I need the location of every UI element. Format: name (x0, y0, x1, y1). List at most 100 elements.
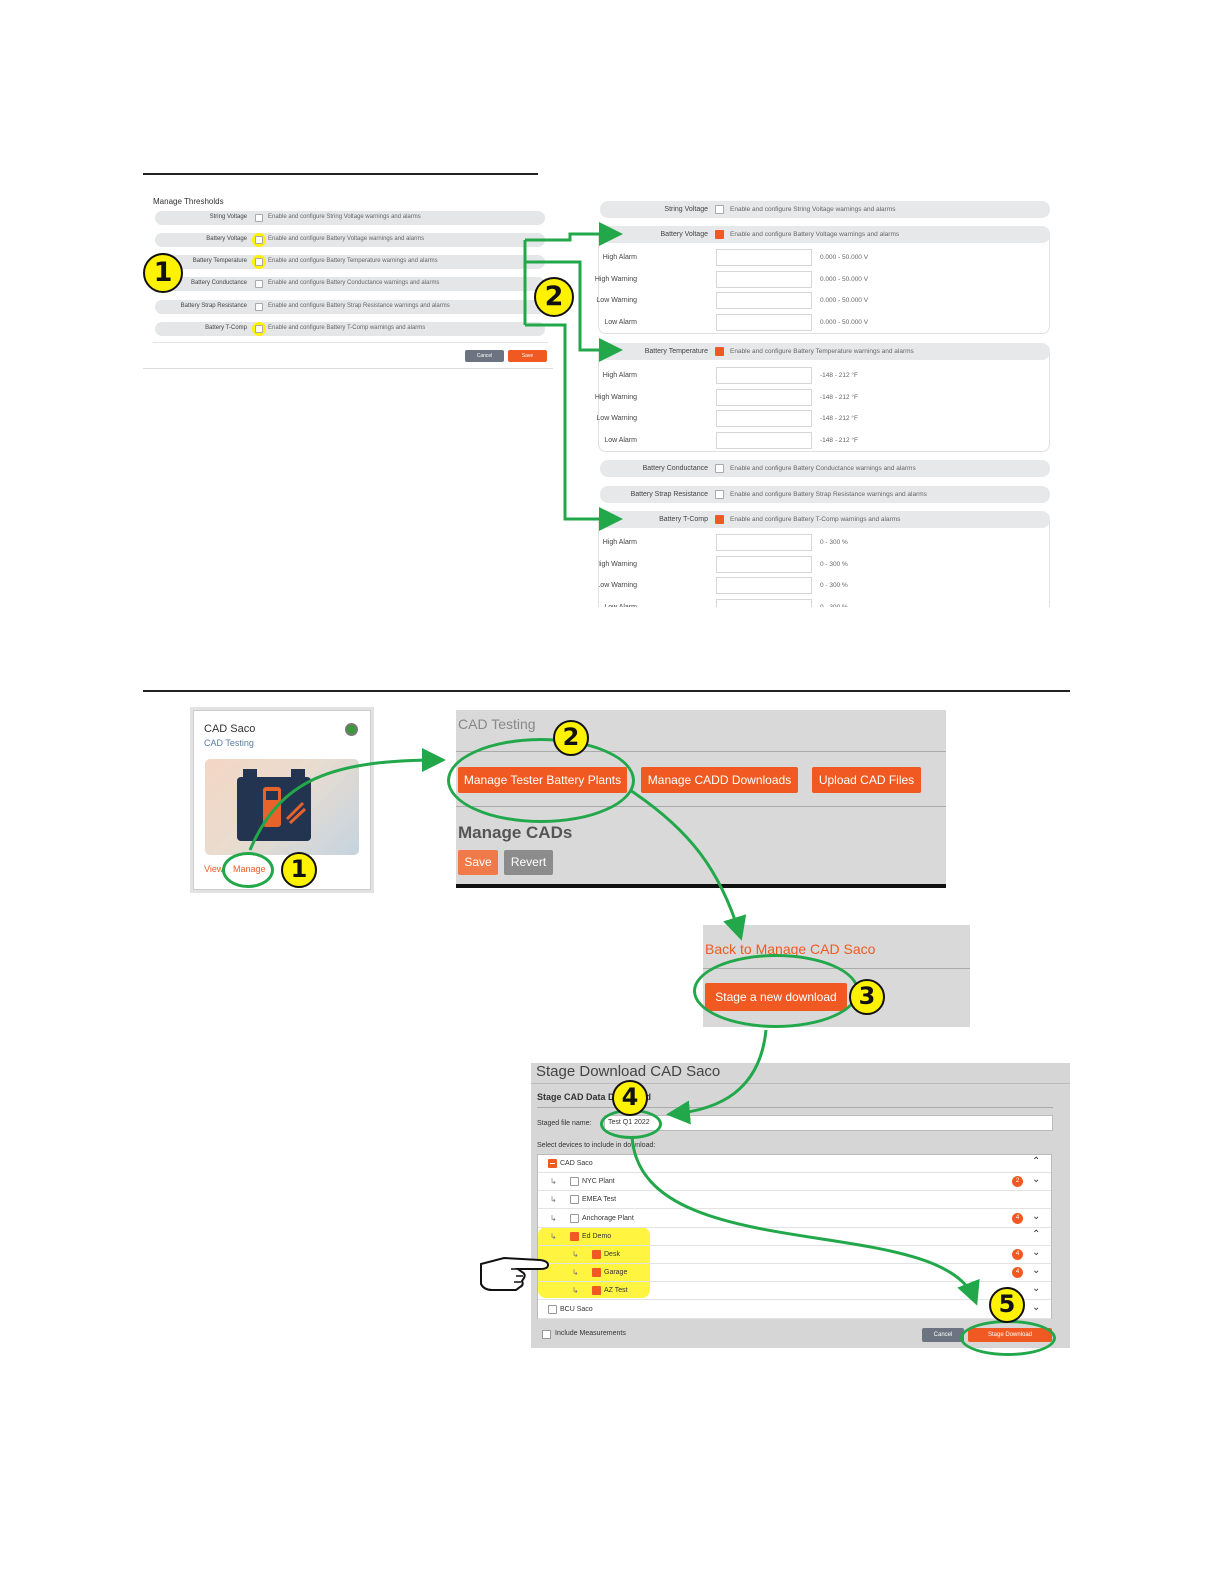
chevron-down-icon[interactable]: ⌄ (1032, 1210, 1041, 1222)
field-input[interactable] (716, 534, 812, 551)
device-tree-row[interactable]: ↳Ed Demo⌃ (538, 1228, 1051, 1246)
step-1-badge-lower: 1 (281, 852, 317, 888)
threshold-checkbox[interactable] (255, 325, 263, 333)
device-tree-row[interactable]: ↳AZ Test⌄ (538, 1282, 1051, 1301)
cad-card[interactable]: CAD Saco CAD Testing View Manage (193, 710, 371, 890)
field-input[interactable] (716, 388, 812, 406)
threshold-checkbox[interactable] (715, 464, 724, 473)
chevron-down-icon[interactable]: ⌄ (1032, 1265, 1041, 1277)
device-tree-row[interactable]: CAD Saco ⌃ (538, 1155, 1051, 1173)
threshold-description: Enable and configure String Voltage warn… (268, 214, 421, 220)
back-link[interactable]: Back to Manage CAD Saco (705, 941, 876, 957)
cancel-button[interactable]: Cancel (465, 350, 504, 362)
threshold-label: Battery Temperature (192, 258, 247, 264)
upload-cad-files-button[interactable]: Upload CAD Files (812, 767, 921, 793)
device-count-badge: 4 (1012, 1267, 1023, 1279)
device-checkbox[interactable] (592, 1286, 601, 1296)
panel-bottom-bar (456, 884, 946, 888)
device-checkbox[interactable] (570, 1231, 579, 1241)
device-label: NYC Plant (582, 1178, 615, 1186)
threshold-description: Enable and configure Battery Voltage war… (268, 236, 425, 242)
device-checkbox[interactable] (570, 1177, 579, 1187)
field-input[interactable] (716, 432, 812, 450)
revert-button[interactable]: Revert (504, 850, 553, 875)
threshold-checkbox[interactable] (255, 214, 263, 222)
threshold-checkbox[interactable] (715, 230, 724, 239)
threshold-checkbox[interactable] (715, 347, 724, 356)
field-input[interactable] (716, 249, 812, 266)
threshold-checkbox[interactable] (255, 303, 263, 311)
include-measurements-checkbox[interactable] (542, 1330, 551, 1339)
stage-title: Stage Download CAD Saco (536, 1063, 721, 1080)
field-input[interactable] (716, 270, 812, 288)
field-input[interactable] (716, 314, 812, 332)
section-divider-top (143, 173, 538, 175)
field-input[interactable] (716, 410, 812, 428)
card-title: CAD Saco (204, 723, 256, 735)
device-checkbox[interactable] (570, 1195, 579, 1205)
cad-testing-title: CAD Testing (458, 716, 536, 732)
partial-mark-icon (550, 1163, 555, 1164)
field-input[interactable] (716, 599, 812, 607)
manage-cadd-downloads-button[interactable]: Manage CADD Downloads (641, 767, 798, 793)
device-checkbox[interactable] (592, 1250, 601, 1259)
battery-tester-image (205, 759, 359, 855)
field-input[interactable] (716, 555, 812, 573)
save-button[interactable]: Save (508, 350, 547, 362)
threshold-description: Enable and configure Battery Temperature… (268, 258, 438, 264)
chevron-up-icon[interactable]: ⌃ (1032, 1156, 1041, 1167)
threshold-checkbox[interactable] (715, 515, 724, 524)
device-tree-row[interactable]: ↳EMEA Test (538, 1191, 1051, 1210)
thresholds-footer-line (153, 342, 548, 343)
device-checkbox[interactable] (592, 1268, 601, 1278)
field-range: 0.000 - 50.000 V (820, 275, 869, 283)
select-devices-label: Select devices to include in download: (537, 1142, 656, 1149)
device-checkbox[interactable] (548, 1304, 557, 1314)
staged-file-label: Staged file name: (537, 1120, 592, 1127)
device-label: BCU Saco (560, 1305, 593, 1313)
threshold-label: Battery Strap Resistance (180, 303, 247, 309)
threshold-checkbox[interactable] (255, 258, 263, 266)
field-label: Low Alarm (604, 604, 637, 607)
save-button-cads[interactable]: Save (458, 850, 498, 875)
field-input[interactable] (716, 292, 812, 310)
threshold-description: Enable and configure Battery T-Comp warn… (268, 325, 426, 331)
field-label: High Alarm (602, 539, 637, 546)
threshold-description: Enable and configure Battery Strap Resis… (730, 491, 927, 498)
chevron-down-icon[interactable]: ⌄ (1032, 1247, 1041, 1258)
threshold-checkbox[interactable] (715, 490, 724, 499)
step-3-badge: 3 (849, 979, 885, 1015)
manage-link-highlight (222, 852, 274, 888)
field-input[interactable] (716, 577, 812, 595)
threshold-label: Battery T-Comp (659, 516, 708, 523)
chevron-up-icon[interactable]: ⌃ (1032, 1228, 1041, 1240)
chevron-down-icon[interactable]: ⌄ (1032, 1283, 1041, 1295)
field-range: 0.000 - 50.000 V (820, 254, 869, 261)
threshold-label: Battery Temperature (644, 348, 708, 355)
stage-cancel-button[interactable]: Cancel (922, 1328, 964, 1342)
device-tree-row[interactable]: BCU Saco ⌄ (538, 1301, 1051, 1319)
chevron-down-icon[interactable]: ⌄ (1032, 1301, 1041, 1313)
view-link[interactable]: View (204, 864, 224, 874)
threshold-checkbox[interactable] (255, 236, 263, 244)
device-label: Garage (604, 1269, 628, 1277)
threshold-checkbox[interactable] (255, 280, 263, 288)
threshold-checkbox[interactable] (715, 205, 724, 214)
field-label: Low Warning (596, 415, 637, 423)
field-input[interactable] (716, 367, 812, 384)
device-checkbox[interactable] (570, 1213, 579, 1223)
device-label: CAD Saco (560, 1160, 593, 1167)
chevron-down-icon[interactable]: ⌄ (1032, 1174, 1041, 1186)
